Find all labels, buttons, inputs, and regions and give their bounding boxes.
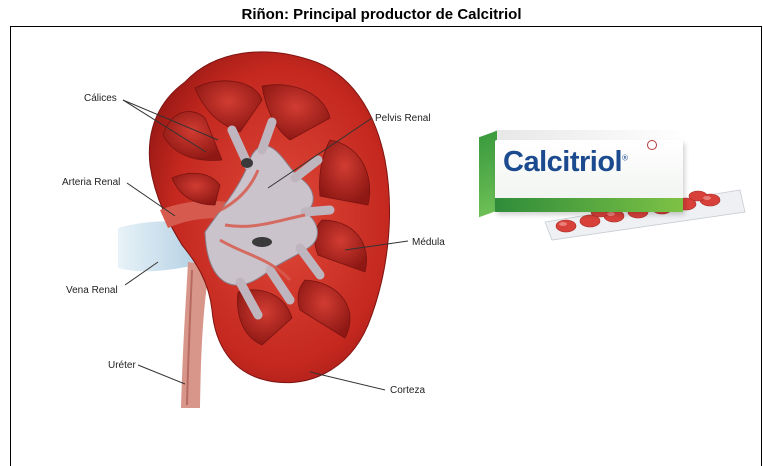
leader-ureter — [138, 365, 185, 384]
box-brand-name: Calcitriol® — [503, 146, 628, 179]
label-vena-renal: Vena Renal — [66, 285, 118, 296]
label-corteza: Corteza — [390, 385, 425, 396]
leader-corteza — [310, 372, 385, 390]
box-green-strip — [495, 198, 683, 212]
label-calices: Cálices — [84, 93, 117, 104]
label-pelvis-renal: Pelvis Renal — [375, 113, 431, 124]
manufacturer-logo-icon — [647, 140, 657, 150]
label-arteria-renal: Arteria Renal — [62, 177, 120, 188]
calcitriol-package: Calcitriol® — [475, 118, 735, 233]
label-ureter: Uréter — [108, 360, 136, 371]
label-medula: Médula — [412, 237, 445, 248]
